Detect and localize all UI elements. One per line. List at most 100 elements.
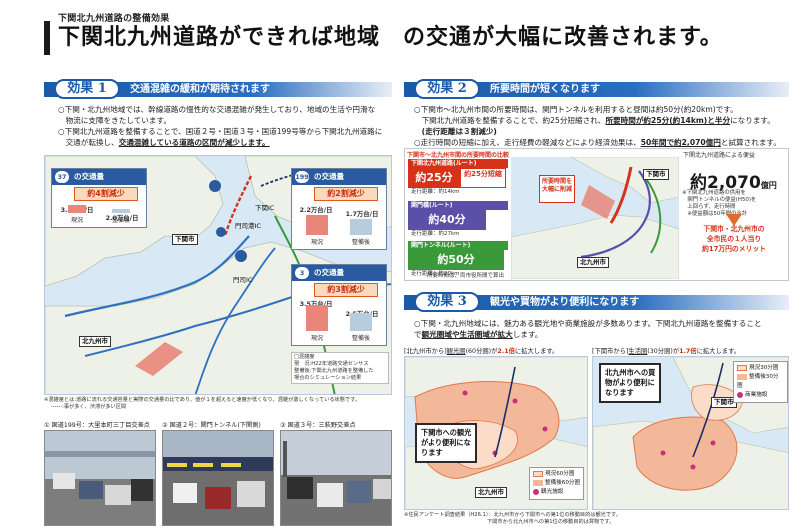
route1-name: 下関北九州道路(ルート)	[408, 159, 508, 168]
route37-shield-icon: 37	[55, 171, 69, 183]
effect3-para2-end: します。	[512, 330, 543, 339]
tourism-legend: 現況60分圏 整備後60分圏 観光施設	[529, 467, 585, 500]
route3-after-bar	[350, 313, 372, 331]
route2-name: 関門橋(ルート)	[408, 201, 508, 210]
route3-title: の交通量	[314, 268, 344, 277]
route199-title: の交通量	[314, 172, 344, 181]
benefit-panel-title: 下関北九州道路による便益	[683, 152, 755, 159]
pin-moji-ic: 門司IC	[233, 276, 253, 284]
shopping-poi-icon	[737, 391, 743, 398]
pin-shimonoseki-ic: 下関IC	[255, 204, 275, 212]
effect3-para1: ○下関・北九州地域には、魅力ある観光地や商業施設が多数あります。下関北九州道路を…	[414, 319, 762, 328]
economic-benefit-amount: 約2,070億円	[690, 173, 777, 193]
route199-after-bar	[350, 219, 372, 235]
effect3-footnote2: 下関市から北九州市への第1位の移動目的は買物です。	[404, 519, 615, 525]
route3-block: 関門トンネル(ルート) 約50分 走行距離：約20km	[408, 241, 508, 278]
route199-before-bar	[306, 215, 328, 235]
route2-block: 関門橋(ルート) 約40分 走行距離：約27km	[408, 201, 508, 238]
route3-before-bar	[306, 305, 328, 331]
effect1-footnote1: ※混雑度とは:道路に流れる交通容量と実際の交通量の比であり、値が１を超えると速度…	[44, 397, 360, 403]
effect2-banner-bar	[404, 82, 789, 97]
route1-block: 下関北九州道路(ルート) 約25分 約25分短縮 走行距離：約14km	[408, 159, 508, 196]
effect1-caption: 交通混雑の緩和が期待されます	[130, 84, 270, 95]
effect2-para1: ○下関市～北九州市間の所要時間は、関門トンネルを利用すると昼間は約50分(約20…	[414, 105, 738, 114]
effect2-caption: 所要時間が短くなります	[490, 84, 600, 95]
effect3-para2-emphasis: 観光圏域や生活圏域が拡大	[421, 330, 513, 339]
photo3-caption: ③ 国道３号：三萩野交差点	[280, 422, 356, 429]
volume-box-route3: 3 の交通量 約3割減少 3.5万台/日 2.5万台/日 現況 整備後	[291, 264, 387, 346]
per-capita-benefit: 下関市・北九州市の 全市民の１人当り 約17万円のメリット	[702, 225, 766, 253]
effect3-para2: で	[414, 330, 422, 339]
route1-distance: 走行距離：約14km	[411, 189, 460, 195]
effect1-para1b: 物流に支障をきたしています。	[65, 116, 171, 125]
effect3-caption: 観光や買物がより便利になります	[490, 297, 640, 308]
living-legend: 現況30分圏 整備後30分圏 商業施設	[733, 361, 788, 403]
effect3-banner-bar	[404, 295, 789, 310]
economic-benefit-note: ※下関北九州道路の供用を 関門トンネルの便益(H50)を 上回らず、走行時間 ※…	[682, 190, 757, 217]
living-range-label: [下関市から]生活圏(30分圏)が1.7倍に拡大します。	[592, 348, 741, 355]
title-accent-bar	[44, 21, 50, 55]
effect2-para4: ○走行時間の短縮に加え、走行経費の軽減などにより経済効果は、	[414, 138, 641, 147]
time-reduction-bubble: 所要時間を大幅に削減	[539, 175, 575, 203]
route37-after-bar	[112, 209, 130, 213]
effect1-text: ○下関・北九州地域では、幹線道路の慢性的な交通混雑が発生しており、地域の生活や円…	[58, 104, 392, 148]
route199-reduction: 約2割減少	[314, 187, 378, 201]
route2-distance: 走行距離：約27km	[411, 231, 460, 237]
route1-saving: 約25分短縮	[460, 168, 506, 188]
effect3-footnote1: ※住民アンケート調査結果（H26.1）：北九州市から下関市への第1位の移動目的は…	[404, 512, 621, 518]
effect1-para2: ○下関北九州道路を整備することで、国道２号・国道３号・国道199号等から下関北九…	[58, 127, 383, 136]
effect1-tag: 効果 1	[54, 79, 120, 99]
effect1-banner-bar	[44, 82, 392, 97]
route3-before-label: 現況	[310, 335, 323, 342]
effect2-para4-end: と試算されます。	[720, 138, 781, 147]
route199-shield-icon: 199	[295, 171, 309, 183]
photo3-image	[280, 430, 392, 526]
route3-name: 関門トンネル(ルート)	[408, 241, 508, 250]
effect3-text: ○下関・北九州地域には、魅力ある観光地や商業施設が多数あります。下関北九州道路を…	[414, 318, 790, 340]
photo2-image	[162, 430, 274, 526]
route199-before-label: 現況	[310, 239, 323, 246]
congestion-source-note: □混雑度 現 況:H22年道路交通センサス 整備後:下関北九州道路を整備した 場…	[291, 352, 389, 384]
volume-box-route3-header: 3 の交通量	[292, 265, 386, 281]
route3-after-label: 整備後	[351, 335, 370, 342]
effect2-text: ○下関市～北九州市間の所要時間は、関門トンネルを利用すると昼間は約50分(約20…	[414, 104, 790, 148]
effect3-tag: 効果 3	[414, 292, 480, 312]
effect2-tag: 効果 2	[414, 79, 480, 99]
route3-distance: 走行距離：約20km	[411, 271, 460, 277]
tourism-map-kitakyushu: 北九州市	[475, 487, 507, 498]
down-arrow-icon	[726, 214, 742, 226]
effect2-para4-emphasis: 50年間で約2,070億円	[640, 138, 721, 147]
page-kicker: 下関北九州道路の整備効果	[58, 14, 170, 24]
photo2-caption: ② 国道２号：関門トンネル(下関側)	[162, 422, 261, 429]
route37-before-bar	[68, 205, 86, 213]
photo1-image	[44, 430, 156, 526]
tourism-range-map: 下関市への観光 がより便利にな ります 北九州市 現況60分圏 整備後60分圏 …	[404, 356, 588, 510]
route3-reduction: 約3割減少	[314, 283, 378, 297]
route37-title: の交通量	[74, 172, 104, 181]
effect1-banner: 効果 1 交通混雑の緩和が期待されます	[44, 79, 392, 99]
effect1-map: 下関市 北九州市 門司港IC 門司IC 下関IC 37 の交通量 約4割減少 3…	[44, 155, 392, 395]
time-map-kitakyushu: 北九州市	[577, 257, 609, 268]
effect1-footnote2: ------:事が多く、渋滞が多い区間	[44, 404, 127, 410]
travel-time-panel-title: 下関市～北九州市間の所要時間の比較	[407, 152, 510, 159]
route2-time: 約40分	[408, 210, 486, 230]
legend-current-swatch	[533, 470, 543, 477]
legend-future-swatch	[533, 479, 543, 486]
tourism-range-label: [北九州市から]観光圏(60分圏)が2.1倍に拡大します。	[404, 348, 559, 355]
effect2-para2-emphasis: 所要時間が約25分(約14km)と半分	[605, 116, 731, 125]
route199-after-value: 1.7万台/日	[345, 210, 379, 218]
pin-mojiko-ic: 門司港IC	[235, 222, 261, 230]
effect1-para2b: 交通が転換し、	[65, 138, 119, 147]
time-map-shimonoseki: 下関市	[643, 169, 669, 180]
living-range-map: 北九州市への買 物がより便利に なります 下関市 現況30分圏 整備後30分圏 …	[592, 356, 789, 510]
route37-after-label: 整備後	[111, 217, 130, 224]
legend-living-current-swatch	[737, 364, 747, 371]
route37-reduction: 約4割減少	[74, 187, 138, 201]
route199-before-value: 2.2万台/日	[299, 206, 333, 214]
route3-time: 約50分	[408, 250, 504, 270]
route37-before-label: 現況	[70, 217, 83, 224]
shopping-callout: 北九州市への買 物がより便利に なります	[599, 363, 662, 403]
effect2-banner: 効果 2 所要時間が短くなります	[404, 79, 789, 99]
route199-after-label: 整備後	[351, 239, 370, 246]
